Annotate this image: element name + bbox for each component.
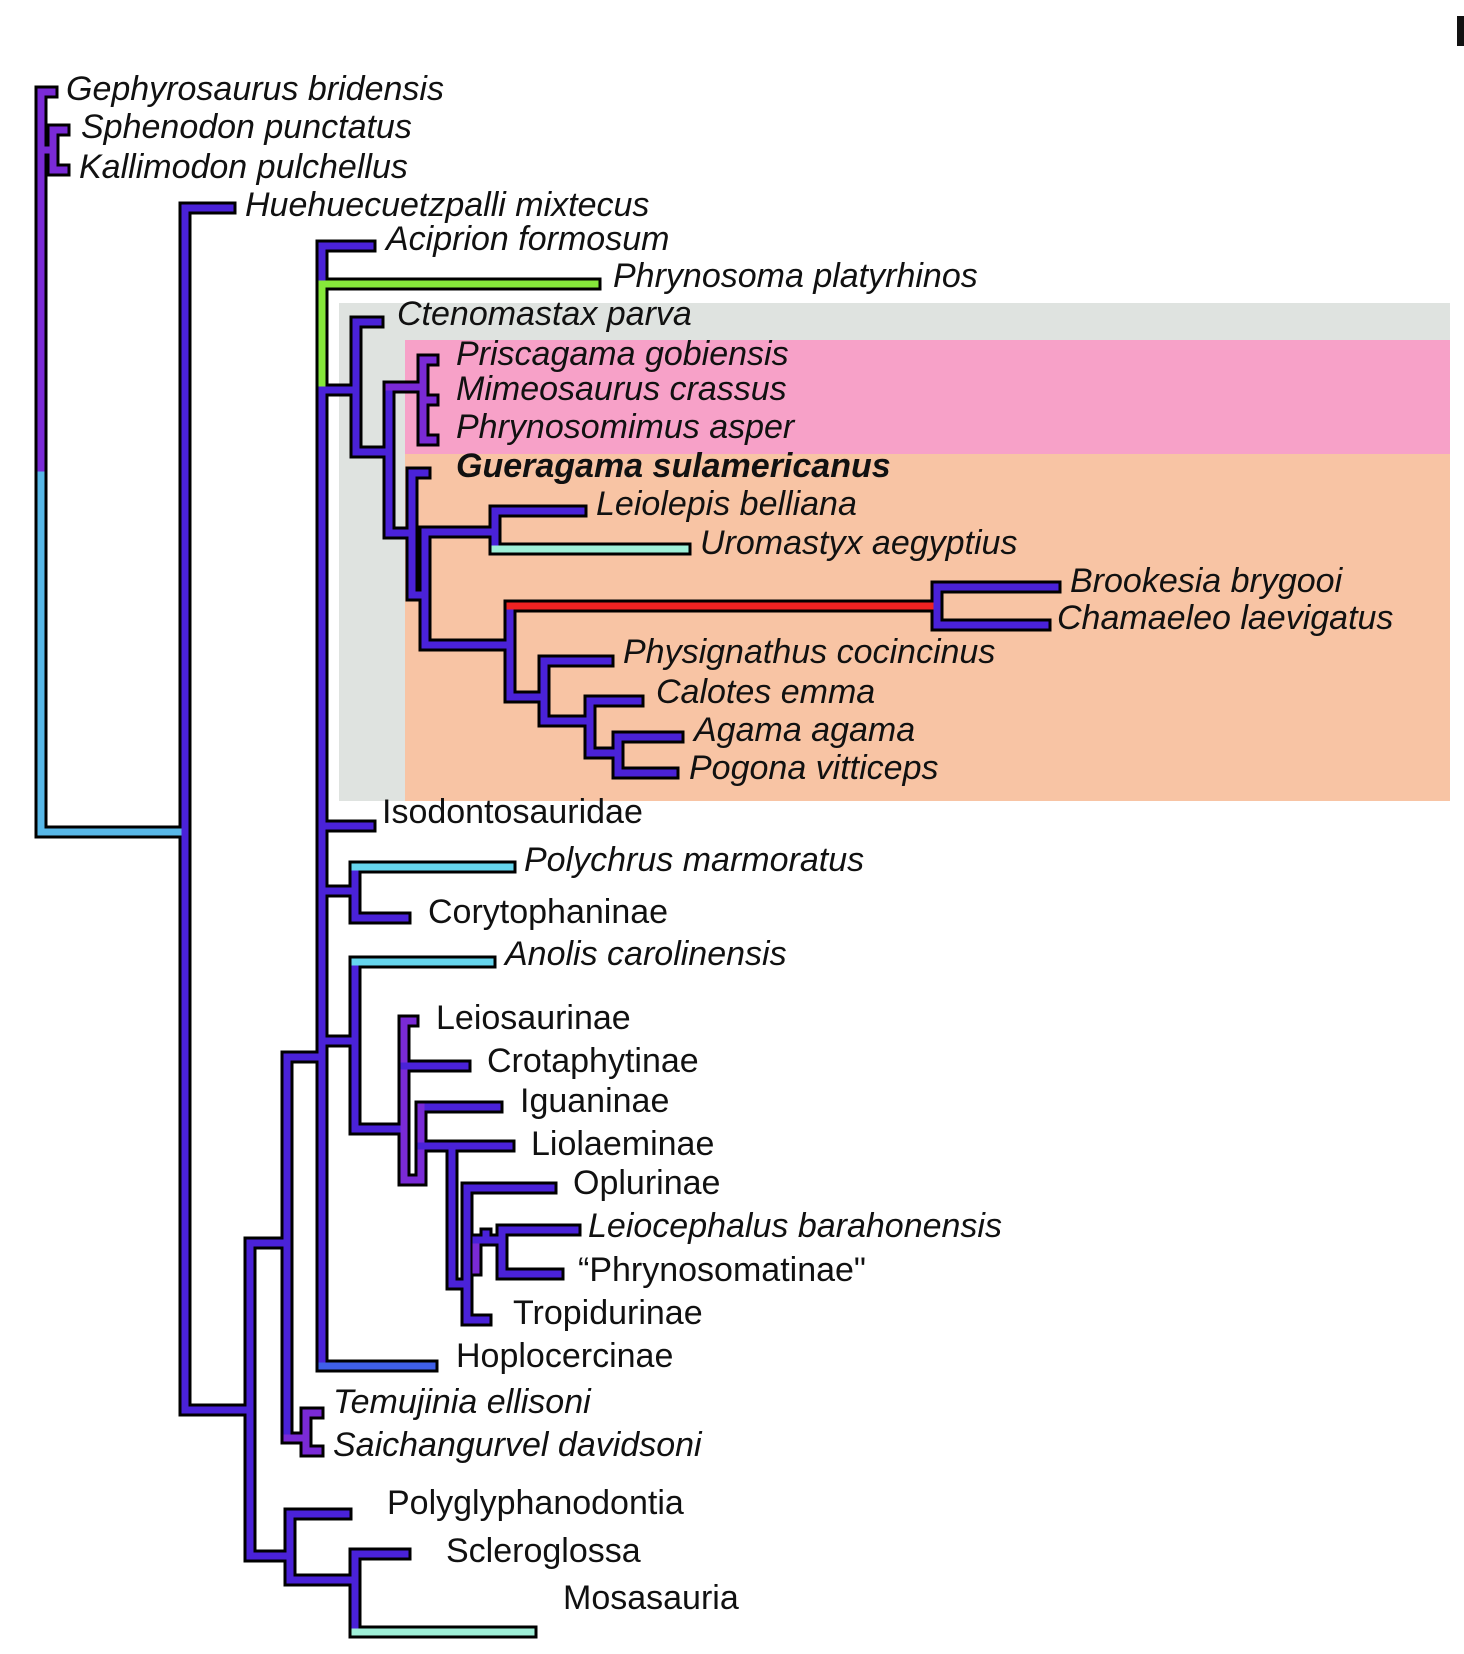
taxon-label-kallimodon: Kallimodon pulchellus (79, 148, 408, 186)
taxon-label-saichangurvel: Saichangurvel davidsoni (333, 1426, 703, 1464)
taxon-label-oplurinae: Oplurinae (573, 1164, 720, 1202)
taxon-label-leiosaurinae: Leiosaurinae (436, 999, 631, 1037)
taxon-label-sphenodon: Sphenodon punctatus (81, 108, 412, 146)
taxon-label-ctenomastax: Ctenomastax parva (397, 295, 692, 333)
taxon-label-anolis: Anolis carolinensis (503, 935, 787, 973)
taxon-label-scleroglossa: Scleroglossa (446, 1532, 641, 1570)
region-priscagamidae-pink (405, 340, 1450, 454)
taxon-label-iguaninae: Iguaninae (520, 1082, 669, 1120)
taxon-label-gephyrosaurus: Gephyrosaurus bridensis (66, 70, 444, 108)
taxon-label-leiolepis: Leiolepis belliana (596, 485, 857, 523)
taxon-label-liolaeminae: Liolaeminae (531, 1125, 714, 1163)
taxon-label-huehuecuetzpalli: Huehuecuetzpalli mixtecus (245, 186, 649, 224)
taxon-label-agama: Agama agama (692, 711, 915, 749)
taxon-label-gueragama: Gueragama sulamericanus (456, 447, 891, 485)
corner-mark (1457, 16, 1464, 46)
taxon-label-tropidurinae: Tropidurinae (513, 1294, 703, 1332)
taxon-label-pogona: Pogona vitticeps (689, 749, 939, 787)
taxon-label-aciprion: Aciprion formosum (384, 220, 669, 258)
taxon-label-physignathus: Physignathus cocincinus (623, 633, 995, 671)
taxon-label-brookesia: Brookesia brygooi (1070, 562, 1344, 600)
taxon-label-polyglyphanodontia: Polyglyphanodontia (387, 1484, 684, 1522)
taxon-label-calotes: Calotes emma (656, 673, 875, 711)
taxon-label-phrynosomatinae: “Phrynosomatinae" (578, 1251, 866, 1289)
taxon-label-leiocephalus: Leiocephalus barahonensis (588, 1207, 1002, 1245)
taxon-label-mimeosaurus: Mimeosaurus crassus (456, 370, 787, 408)
taxon-label-temujinia: Temujinia ellisoni (333, 1383, 592, 1421)
taxon-label-corytophaninae: Corytophaninae (428, 893, 668, 931)
taxon-label-polychrus: Polychrus marmoratus (524, 841, 864, 879)
taxon-label-phrynosoma: Phrynosoma platyrhinos (613, 257, 978, 295)
tree-branches (34, 85, 1062, 1639)
taxon-label-mosasauria: Mosasauria (563, 1579, 739, 1617)
taxon-label-isodontosauridae: Isodontosauridae (382, 793, 643, 831)
taxon-label-hoplocercinae: Hoplocercinae (456, 1337, 673, 1375)
taxon-label-phrynosomimus: Phrynosomimus asper (456, 408, 796, 446)
taxon-label-priscagama: Priscagama gobiensis (456, 335, 789, 373)
taxon-label-uromastyx: Uromastyx aegyptius (700, 524, 1017, 562)
taxon-label-chamaeleo: Chamaeleo laevigatus (1057, 599, 1393, 637)
taxon-label-crotaphytinae: Crotaphytinae (487, 1042, 699, 1080)
